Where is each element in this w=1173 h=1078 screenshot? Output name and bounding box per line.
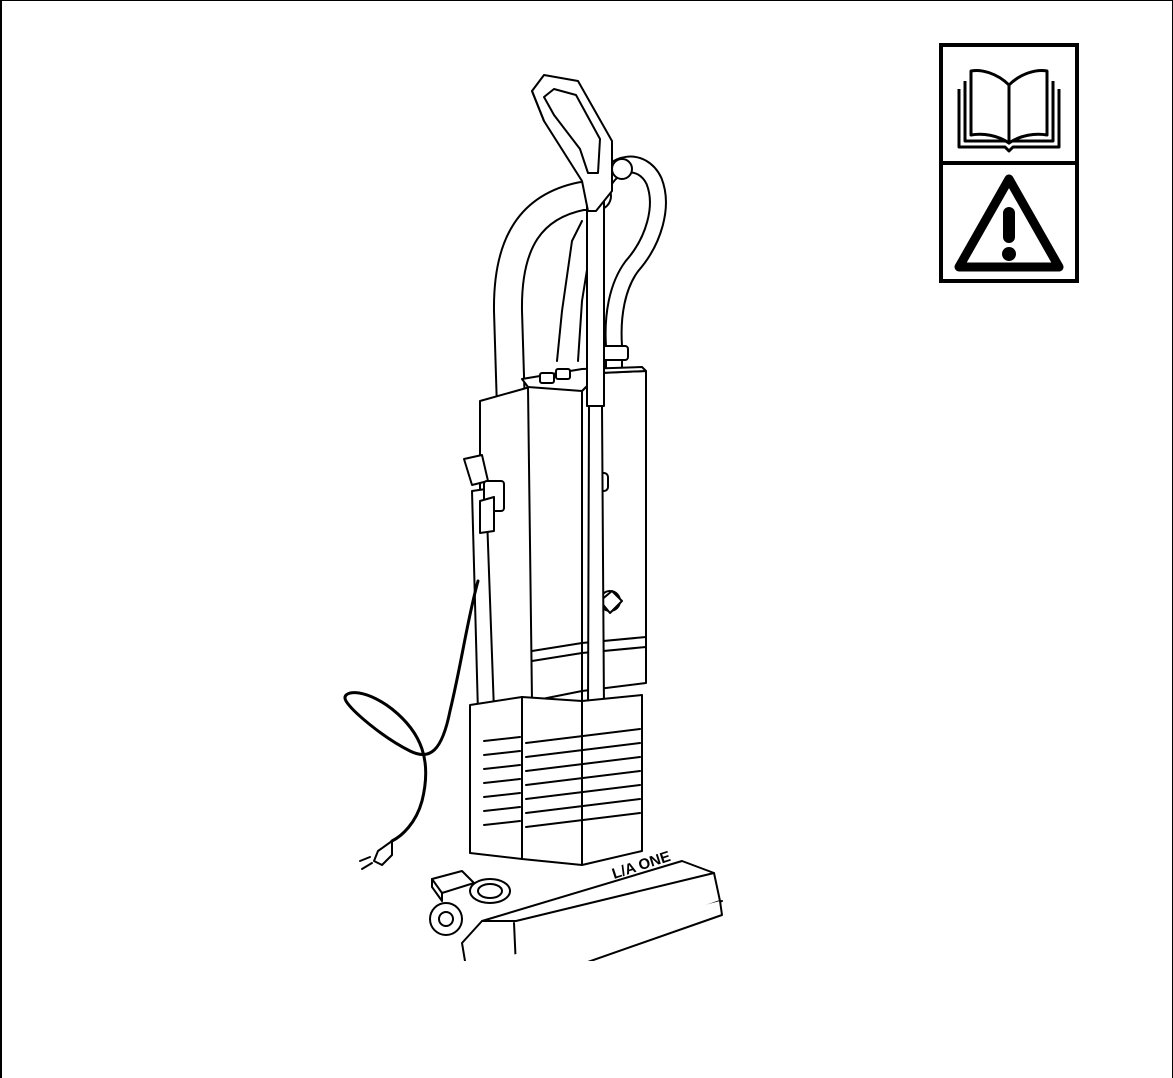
power-cord (343, 579, 480, 843)
height-pedal (431, 870, 475, 894)
motor-housing (469, 694, 643, 866)
vacuum-cleaner-illustration: L/A ONE (282, 61, 842, 961)
warning-triangle-icon (954, 174, 1064, 272)
body-left-panel (527, 376, 583, 702)
vent-slots (483, 728, 641, 828)
brush-head (461, 860, 721, 961)
symbols-divider (943, 161, 1075, 165)
cord-holder (479, 496, 495, 534)
read-manual-icon (957, 69, 1061, 153)
safety-symbols-box (939, 43, 1079, 283)
handle-wand (586, 180, 605, 407)
